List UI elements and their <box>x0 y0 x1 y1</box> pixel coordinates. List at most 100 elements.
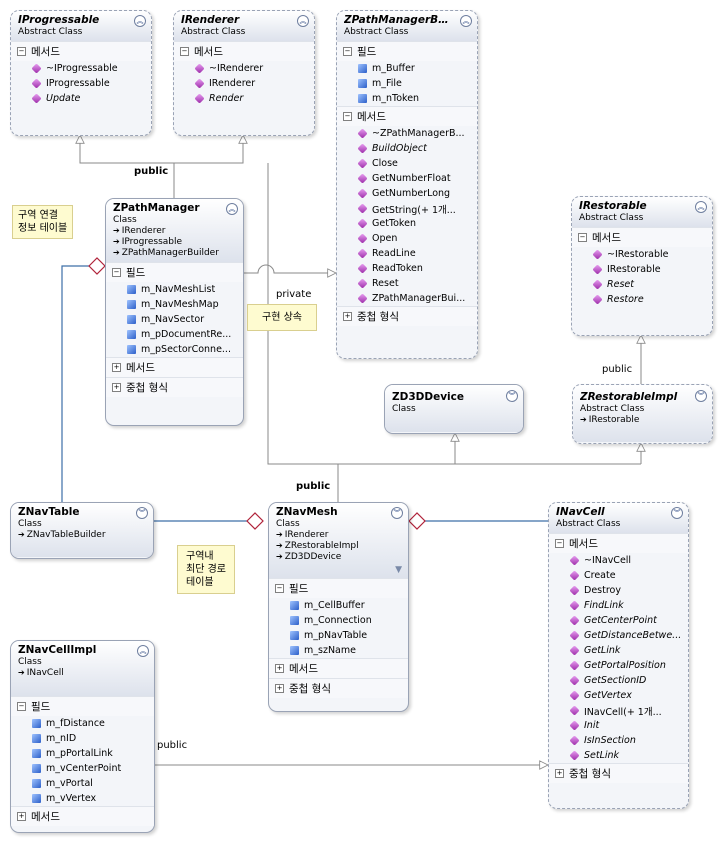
method-icon <box>357 218 368 229</box>
class-znavmesh[interactable]: ZNavMesh Class ➔IRenderer ➔ZRestorableIm… <box>268 502 409 712</box>
method-icon <box>592 279 603 290</box>
method-icon <box>31 93 42 104</box>
method-icon <box>592 249 603 260</box>
class-znavcellimpl[interactable]: ZNavCellImpl Class ➔INavCell ︽ −필드 m_fDi… <box>10 640 155 833</box>
class-znavtable[interactable]: ZNavTable Class ➔ZNavTableBuilder ︾ <box>10 502 154 559</box>
method-icon <box>357 263 368 274</box>
class-iprogressable[interactable]: IProgressable Abstract Class ︽ −메서드 ~IPr… <box>10 10 152 136</box>
method-icon <box>569 630 580 641</box>
class-irestorable[interactable]: IRestorable Abstract Class ︽ −메서드 ~IRest… <box>571 196 713 336</box>
field-icon <box>127 285 136 294</box>
method-icon <box>31 63 42 74</box>
class-zpathmanager[interactable]: ZPathManager Class ➔IRenderer ➔IProgress… <box>105 198 244 426</box>
collapse-icon[interactable]: ︽ <box>137 645 149 657</box>
plus-icon[interactable]: + <box>17 812 26 821</box>
inherit-item: ➔IProgressable <box>113 237 183 247</box>
expand-icon[interactable]: ︾ <box>695 390 707 402</box>
aggregation-diamond-navmesh-right <box>408 512 426 530</box>
plus-icon[interactable]: + <box>112 363 121 372</box>
field-item: m_nID <box>11 731 154 746</box>
plus-icon[interactable]: + <box>343 312 352 321</box>
inherit-line-irenderer <box>174 135 243 164</box>
minus-icon[interactable]: − <box>578 233 587 242</box>
method-item: ReadLine <box>337 246 477 261</box>
section-fields[interactable]: −필드 <box>106 262 243 282</box>
collapse-icon[interactable]: ︽ <box>695 201 707 213</box>
section-methods[interactable]: −메서드 <box>549 533 688 553</box>
method-item: GetCenterPoint <box>549 613 688 628</box>
collapse-icon[interactable]: ︽ <box>297 15 309 27</box>
method-icon <box>357 233 368 244</box>
field-item: m_vPortal <box>11 776 154 791</box>
minus-icon[interactable]: − <box>343 112 352 121</box>
inherit-item: ➔IRenderer <box>113 226 166 236</box>
method-icon <box>592 294 603 305</box>
label-public-cell: public <box>157 740 188 751</box>
method-icon <box>194 93 205 104</box>
inherit-item: ➔ZRestorableImpl <box>276 541 359 551</box>
plus-icon[interactable]: + <box>275 684 284 693</box>
section-fields[interactable]: −필드 <box>269 578 408 598</box>
minus-icon[interactable]: − <box>275 584 284 593</box>
expand-icon[interactable]: ︾ <box>136 507 148 519</box>
collapse-icon[interactable]: ︽ <box>460 15 472 27</box>
class-irenderer[interactable]: IRenderer Abstract Class ︽ −메서드 ~IRender… <box>173 10 315 136</box>
minus-icon[interactable]: − <box>555 539 564 548</box>
method-item: Init <box>549 718 688 733</box>
filter-icon[interactable]: ▼ <box>395 565 402 575</box>
plus-icon[interactable]: + <box>275 664 284 673</box>
section-fields[interactable]: −필드 <box>337 41 477 61</box>
section-methods[interactable]: −메서드 <box>337 106 477 126</box>
minus-icon[interactable]: − <box>180 47 189 56</box>
method-icon <box>569 600 580 611</box>
class-title: ZPathManager <box>113 202 200 214</box>
section-nested[interactable]: +중첩 형식 <box>269 678 408 698</box>
method-item: Destroy <box>549 583 688 598</box>
minus-icon[interactable]: − <box>17 702 26 711</box>
class-zrestorableimpl[interactable]: ZRestorableImpl Abstract Class ➔IRestora… <box>572 384 713 444</box>
section-methods[interactable]: +메서드 <box>106 357 243 377</box>
method-item: GetSectionID <box>549 673 688 688</box>
class-zd3ddevice[interactable]: ZD3DDevice Class ︾ <box>384 384 524 434</box>
class-title: ZNavCellImpl <box>18 644 97 656</box>
class-kind: Abstract Class <box>181 27 246 37</box>
minus-icon[interactable]: − <box>343 47 352 56</box>
inherit-line-builder <box>242 264 336 273</box>
note-implementation-inheritance: 구현 상속 <box>247 304 317 331</box>
field-icon <box>32 734 41 743</box>
section-methods[interactable]: −메서드 <box>572 227 712 247</box>
field-item: m_Buffer <box>337 61 477 76</box>
section-nested[interactable]: +중첩 형식 <box>549 763 688 783</box>
method-item: INavCell(+ 1개... <box>549 703 688 718</box>
class-kind: Class <box>18 519 42 529</box>
class-kind: Class <box>392 404 416 414</box>
section-methods[interactable]: −메서드 <box>11 41 151 61</box>
collapse-icon[interactable]: ︽ <box>134 15 146 27</box>
field-item: m_szName <box>269 643 408 658</box>
method-icon <box>569 585 580 596</box>
method-item: ~IProgressable <box>11 61 151 76</box>
section-methods[interactable]: −메서드 <box>174 41 314 61</box>
expand-icon[interactable]: ︾ <box>506 390 518 402</box>
class-inavcell[interactable]: INavCell Abstract Class ︾ −메서드 ~INavCell… <box>548 502 689 809</box>
class-kind: Abstract Class <box>344 27 409 37</box>
method-item: Reset <box>337 276 477 291</box>
class-zpathmanagerbuilder[interactable]: ZPathManagerBu... Abstract Class ︽ −필드 m… <box>336 10 478 359</box>
section-methods[interactable]: +메서드 <box>11 806 154 826</box>
expand-icon[interactable]: ︾ <box>671 507 683 519</box>
section-methods[interactable]: +메서드 <box>269 658 408 678</box>
method-item: Render <box>174 91 314 106</box>
expand-icon[interactable]: ︾ <box>391 507 403 519</box>
plus-icon[interactable]: + <box>112 383 121 392</box>
field-item: m_vVertex <box>11 791 154 806</box>
field-item: m_CellBuffer <box>269 598 408 613</box>
method-item: Open <box>337 231 477 246</box>
plus-icon[interactable]: + <box>555 769 564 778</box>
section-nested[interactable]: +중첩 형식 <box>337 306 477 326</box>
minus-icon[interactable]: − <box>112 268 121 277</box>
minus-icon[interactable]: − <box>17 47 26 56</box>
section-fields[interactable]: −필드 <box>11 696 154 716</box>
section-nested[interactable]: +중첩 형식 <box>106 377 243 397</box>
field-icon <box>290 646 299 655</box>
collapse-icon[interactable]: ︽ <box>226 203 238 215</box>
